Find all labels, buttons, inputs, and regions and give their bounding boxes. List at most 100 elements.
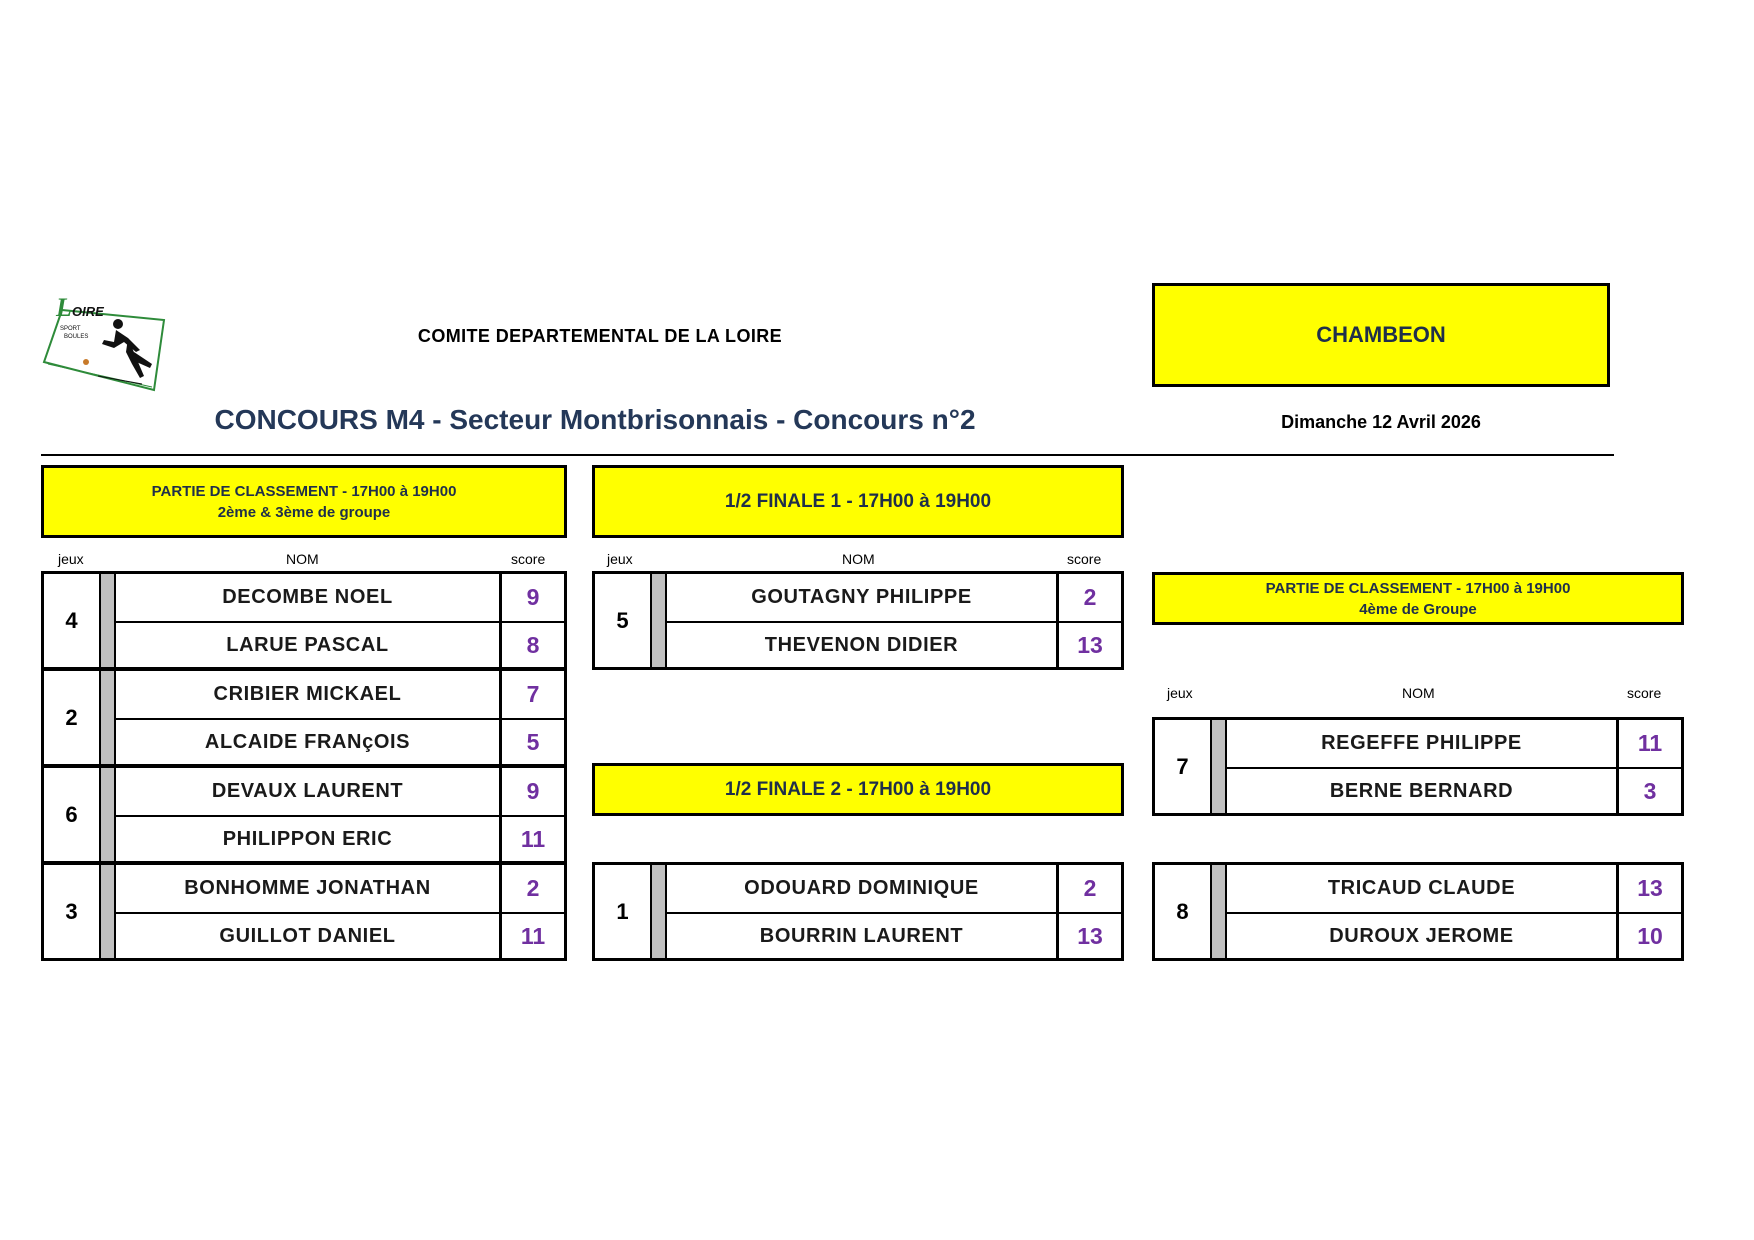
- match-card: 2 CRIBIER MICKAEL 7 ALCAIDE FRANçOIS 5: [41, 668, 567, 767]
- team-score: 8: [499, 622, 564, 669]
- col-nom: NOM: [1402, 685, 1435, 701]
- team-score: 11: [499, 816, 564, 863]
- classement-b-column-headers: jeux NOM score: [1152, 685, 1684, 705]
- match-card: 4 DECOMBE NOEL 9 LARUE PASCAL 8: [41, 571, 567, 670]
- team-score: 3: [1616, 768, 1681, 815]
- team-score: 2: [1056, 574, 1121, 621]
- team-row: DEVAUX LAURENT 9: [116, 768, 564, 815]
- semi-final-1-header: 1/2 FINALE 1 - 17H00 à 19H00: [592, 465, 1124, 538]
- team-name: CRIBIER MICKAEL: [213, 682, 402, 705]
- classement-a-header: PARTIE DE CLASSEMENT - 17H00 à 19H00 2èm…: [41, 465, 567, 538]
- team-name: BERNE BERNARD: [1329, 780, 1514, 803]
- team-name: LARUE PASCAL: [226, 634, 389, 657]
- separator-bar: [650, 865, 667, 958]
- team-score: 11: [1616, 720, 1681, 767]
- team-row: LARUE PASCAL 8: [116, 620, 564, 669]
- team-name: DUROUX JEROME: [1329, 925, 1514, 948]
- separator-bar: [99, 865, 116, 958]
- jeux-number: 7: [1176, 753, 1189, 779]
- header-divider: [41, 454, 1614, 456]
- team-row: ALCAIDE FRANçOIS 5: [116, 717, 564, 766]
- jeux-number: 6: [65, 801, 78, 827]
- classement-b-header: PARTIE DE CLASSEMENT - 17H00 à 19H00 4èm…: [1152, 572, 1684, 625]
- team-row: BONHOMME JONATHAN 2: [116, 865, 564, 912]
- team-name: DECOMBE NOEL: [222, 585, 393, 608]
- team-row: BERNE BERNARD 3: [1227, 766, 1681, 815]
- separator-bar: [1210, 720, 1227, 813]
- svg-text:SPORT: SPORT: [60, 326, 81, 332]
- team-score: 2: [499, 865, 564, 912]
- separator-bar: [650, 574, 667, 667]
- classement-b-title: PARTIE DE CLASSEMENT - 17H00 à 19H00: [1265, 579, 1571, 597]
- event-date: Dimanche 12 Avril 2026: [1281, 412, 1481, 432]
- team-score: 13: [1056, 913, 1121, 960]
- match-card: 3 BONHOMME JONATHAN 2 GUILLOT DANIEL 11: [41, 862, 567, 961]
- team-row: GOUTAGNY PHILIPPE 2: [667, 574, 1121, 621]
- team-row: DUROUX JEROME 10: [1227, 911, 1681, 960]
- team-score: 13: [1616, 865, 1681, 912]
- team-row: REGEFFE PHILIPPE 11: [1227, 720, 1681, 767]
- team-row: CRIBIER MICKAEL 7: [116, 671, 564, 718]
- team-row: ODOUARD DOMINIQUE 2: [667, 865, 1121, 912]
- col-score: score: [1067, 551, 1102, 567]
- team-score: 10: [1616, 913, 1681, 960]
- jeux-number: 3: [65, 898, 78, 924]
- team-score: 5: [499, 719, 564, 766]
- team-row: GUILLOT DANIEL 11: [116, 911, 564, 960]
- team-score: 7: [499, 671, 564, 718]
- team-score: 2: [1056, 865, 1121, 912]
- page-title: CONCOURS M4 - Secteur Montbrisonnais - C…: [214, 404, 976, 435]
- separator-bar: [1210, 865, 1227, 958]
- team-name: ALCAIDE FRANçOIS: [204, 731, 411, 754]
- jeux-number: 1: [616, 898, 629, 924]
- team-name: BOURRIN LAURENT: [759, 925, 964, 948]
- venue-name: CHAMBEON: [1316, 322, 1446, 347]
- semi-final-1-column-headers: jeux NOM score: [592, 551, 1124, 571]
- classement-a-column-headers: jeux NOM score: [41, 551, 567, 571]
- svg-text:L: L: [55, 293, 72, 322]
- team-name: GOUTAGNY PHILIPPE: [751, 585, 972, 608]
- svg-text:OIRE: OIRE: [72, 304, 104, 319]
- team-score: 9: [499, 574, 564, 621]
- classement-b-subtitle: 4ème de Groupe: [1359, 600, 1477, 618]
- team-score: 13: [1056, 622, 1121, 669]
- team-row: THEVENON DIDIER 13: [667, 620, 1121, 669]
- svg-text:BOULES: BOULES: [64, 334, 88, 340]
- separator-bar: [99, 574, 116, 667]
- col-score: score: [1627, 685, 1662, 701]
- classement-a-title: PARTIE DE CLASSEMENT - 17H00 à 19H00: [151, 482, 457, 500]
- jeux-number: 2: [65, 704, 78, 730]
- separator-bar: [99, 768, 116, 861]
- jeux-number: 5: [616, 607, 629, 633]
- jeux-number: 4: [65, 607, 78, 633]
- col-jeux: jeux: [607, 551, 633, 567]
- venue-box: CHAMBEON: [1152, 283, 1610, 387]
- separator-bar: [99, 671, 116, 764]
- col-nom: NOM: [286, 551, 319, 567]
- team-name: PHILIPPON ERIC: [222, 828, 393, 851]
- team-row: DECOMBE NOEL 9: [116, 574, 564, 621]
- jeux-number: 8: [1176, 898, 1189, 924]
- semi-final-2-title: 1/2 FINALE 2 - 17H00 à 19H00: [724, 779, 992, 800]
- col-jeux: jeux: [58, 551, 84, 567]
- loire-sport-boules-logo: L OIRE SPORT BOULES: [42, 290, 172, 392]
- team-score: 9: [499, 768, 564, 815]
- match-card: 5 GOUTAGNY PHILIPPE 2 THEVENON DIDIER 13: [592, 571, 1124, 670]
- team-name: BONHOMME JONATHAN: [184, 876, 431, 899]
- col-jeux: jeux: [1167, 685, 1193, 701]
- match-card: 1 ODOUARD DOMINIQUE 2 BOURRIN LAURENT 13: [592, 862, 1124, 961]
- team-score: 11: [499, 913, 564, 960]
- team-name: THEVENON DIDIER: [764, 634, 959, 657]
- team-row: PHILIPPON ERIC 11: [116, 814, 564, 863]
- match-card: 7 REGEFFE PHILIPPE 11 BERNE BERNARD 3: [1152, 717, 1684, 816]
- team-name: DEVAUX LAURENT: [211, 779, 404, 802]
- team-name: ODOUARD DOMINIQUE: [744, 876, 979, 899]
- semi-final-1-title: 1/2 FINALE 1 - 17H00 à 19H00: [724, 491, 992, 512]
- col-nom: NOM: [842, 551, 875, 567]
- team-name: GUILLOT DANIEL: [219, 925, 396, 948]
- team-name: REGEFFE PHILIPPE: [1321, 731, 1522, 754]
- classement-a-subtitle: 2ème & 3ème de groupe: [217, 503, 391, 521]
- organization-name: COMITE DEPARTEMENTAL DE LA LOIRE: [417, 326, 783, 346]
